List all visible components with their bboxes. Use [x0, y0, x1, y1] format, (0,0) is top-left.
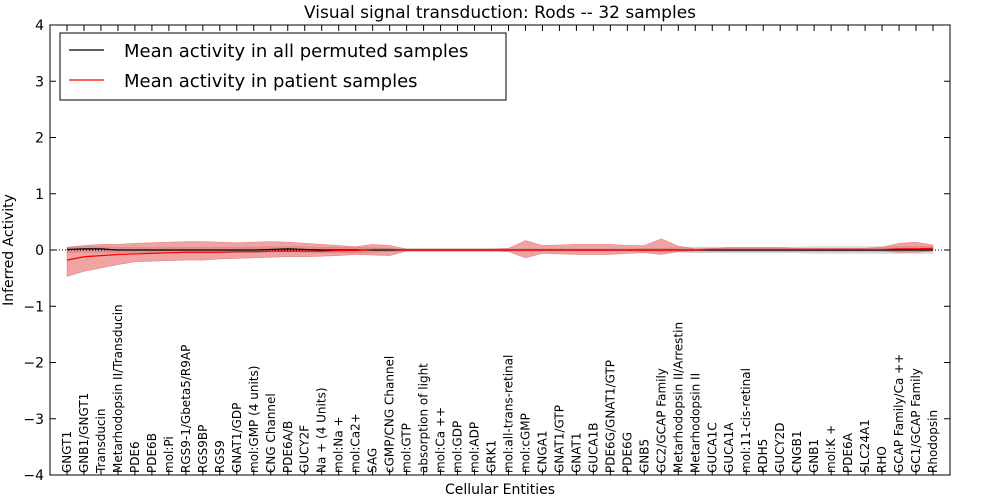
x-category-label: RGS9-1/Gbeta5/R9AP [179, 345, 193, 473]
y-tick-label: 0 [35, 243, 44, 259]
x-category-label: mol:Ca2+ [349, 413, 363, 473]
legend-box [59, 32, 507, 101]
legend: Mean activity in all permuted samples Me… [59, 32, 507, 101]
x-category-label: Metarhodopsin II/Arrestin [671, 322, 685, 473]
y-tick-label: 2 [35, 131, 44, 147]
y-tick-label: −2 [23, 356, 44, 372]
y-tick-label: −1 [23, 299, 44, 315]
x-category-label: Transducin [94, 409, 108, 474]
x-category-label: GNAT1 [569, 432, 583, 473]
x-category-label: mol:all-trans-retinal [501, 355, 515, 473]
x-category-label: GC1/GCAP Family [909, 368, 923, 473]
x-category-label: Metarhodopsin II [688, 373, 702, 473]
x-category-label: GNB1/GNGT1 [77, 393, 91, 473]
x-category-label: GNB5 [637, 439, 651, 473]
y-axis-label: Inferred Activity [1, 194, 17, 306]
x-category-label: GC2/GCAP Family [654, 368, 668, 473]
y-tick-label: 1 [35, 187, 44, 203]
x-category-label: mol:GMP (4 units) [247, 366, 261, 473]
x-category-label: Na + (4 Units) [315, 387, 329, 473]
chart-title: Visual signal transduction: Rods -- 32 s… [304, 3, 696, 23]
x-category-label: mol:Ca ++ [434, 407, 448, 473]
legend-label-patient: Mean activity in patient samples [124, 71, 418, 92]
x-category-label: CNGA1 [535, 431, 549, 474]
x-category-label: PDE6G [620, 432, 634, 473]
y-tick-label: −3 [23, 412, 44, 428]
x-category-label: PDE6 [128, 441, 142, 473]
x-category-label: mol:K + [824, 425, 838, 473]
series-line-1 [66, 247, 934, 261]
x-category-label: mol:ADP [468, 422, 482, 473]
x-category-label: mol:cGMP [518, 413, 532, 473]
x-category-label: Rhodopsin [926, 410, 940, 473]
x-category-label: mol:GDP [451, 421, 465, 473]
series-band-1 [66, 238, 934, 277]
x-category-label: GUCY2D [773, 423, 787, 473]
x-category-label: CNG Channel [264, 393, 278, 473]
x-category-label: mol:GTP [400, 423, 414, 473]
x-category-label: GCAP Family/Ca ++ [892, 354, 906, 473]
y-tick-label: −4 [23, 468, 44, 484]
x-category-label: SAG [366, 448, 380, 473]
y-tick-label: 4 [35, 18, 44, 34]
x-category-label: mol:Na + [332, 416, 346, 473]
x-category-label: PDE6B [145, 433, 159, 473]
x-category-label: RDH5 [756, 439, 770, 473]
x-category-label: GUCA1A [722, 422, 736, 473]
x-category-label: RGS9 [213, 440, 227, 473]
x-category-label: PDE6A/B [281, 421, 295, 473]
x-category-label: mol:Pi [162, 436, 176, 473]
x-category-label: absorption of light [417, 363, 431, 473]
legend-label-permuted: Mean activity in all permuted samples [124, 41, 468, 62]
x-category-label: GRK1 [485, 440, 499, 473]
x-category-label: PDE6G/GNAT1/GTP [603, 360, 617, 473]
x-category-label: GNAT1/GTP [552, 405, 566, 473]
x-category-label: GUCY2F [298, 425, 312, 473]
x-category-label: PDE6A [841, 432, 855, 473]
x-category-label: SLC24A1 [858, 419, 872, 473]
x-category-label: GUCA1C [705, 422, 719, 473]
x-axis-label: Cellular Entities [445, 482, 555, 498]
x-category-label: cGMP/CNG Channel [383, 356, 397, 473]
x-category-label: GNB1 [807, 439, 821, 473]
x-category-label: GNAT1/GDP [230, 403, 244, 473]
x-category-label: RGS9BP [196, 425, 210, 473]
x-category-label: GUCA1B [586, 422, 600, 473]
y-tick-label: 3 [35, 74, 44, 90]
x-category-label: CNGB1 [790, 430, 804, 473]
x-category-label: Metarhodopsin II/Transducin [111, 304, 125, 473]
x-category-label: GNGT1 [60, 431, 74, 473]
x-category-label: mol:11-cis-retinal [739, 368, 753, 473]
x-category-label: RHO [875, 446, 889, 473]
